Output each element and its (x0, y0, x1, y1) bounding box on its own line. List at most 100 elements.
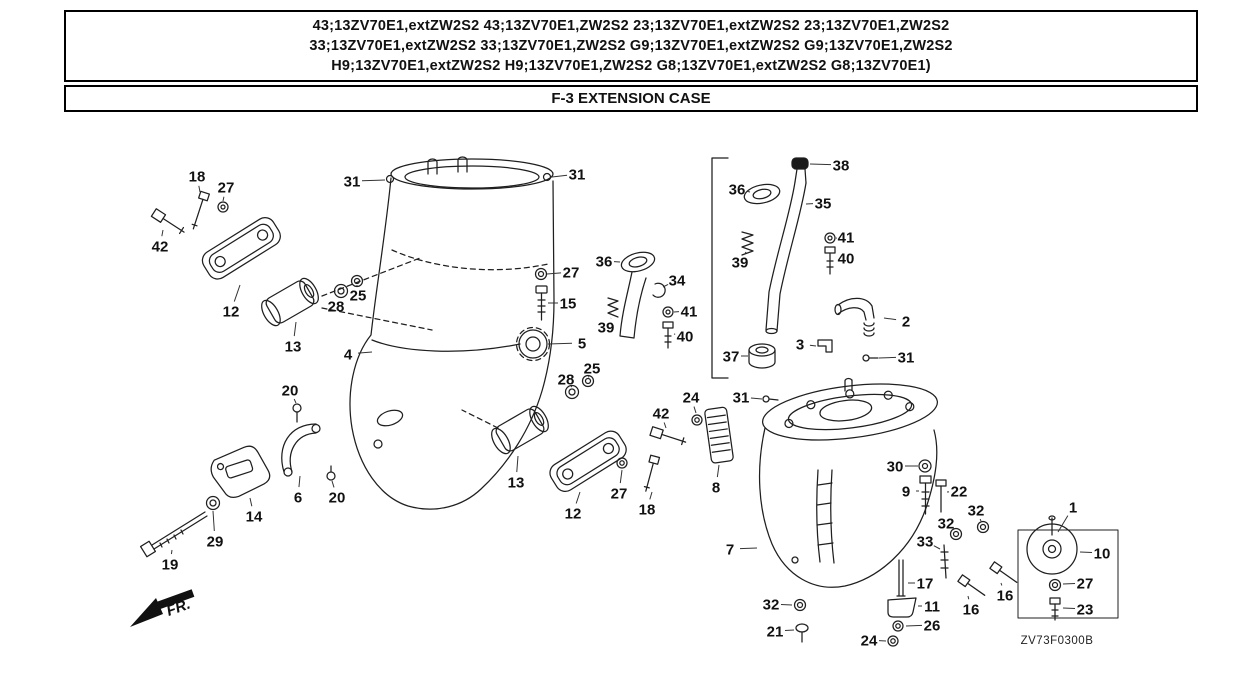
leader-line (361, 179, 386, 182)
leader-line (293, 321, 297, 337)
leader-line (161, 229, 164, 237)
part-callout-24: 24 (861, 633, 878, 650)
part-callout-4: 4 (344, 347, 353, 364)
top-center-hardware (515, 267, 551, 362)
leader-line (570, 385, 573, 388)
leader-line (233, 284, 241, 302)
right-lower-hardware (793, 459, 1018, 647)
extension-case (321, 156, 555, 510)
leader-line (546, 272, 562, 275)
drawing-code: ZV73F0300B (1021, 635, 1094, 647)
leader-line (663, 422, 667, 429)
leader-line (298, 475, 301, 488)
leader-line (933, 545, 941, 550)
leader-line (716, 464, 720, 478)
part-callout-25: 25 (350, 288, 367, 305)
section-title: F-3 EXTENSION CASE (551, 90, 711, 107)
leader-line (1079, 551, 1093, 554)
part-callout-13: 13 (285, 339, 302, 356)
leader-line (739, 547, 758, 550)
leader-line (547, 342, 573, 345)
part-callout-41: 41 (681, 304, 698, 321)
part-callout-13: 13 (508, 475, 525, 492)
leader-line (750, 397, 763, 400)
leader-line (662, 284, 669, 288)
part-callout-37: 37 (723, 349, 740, 366)
part-callout-18: 18 (189, 169, 206, 186)
part-callout-8: 8 (712, 480, 720, 497)
part-callout-20: 20 (329, 490, 346, 507)
section-title-box: F-3 EXTENSION CASE (64, 85, 1198, 112)
part-callout-33: 33 (917, 534, 934, 551)
leader-line (693, 406, 697, 414)
part-callout-36: 36 (596, 254, 613, 271)
part-callout-12: 12 (223, 304, 240, 321)
leader-line (878, 356, 897, 359)
part-callout-35: 35 (815, 196, 832, 213)
lower-mount-bracket (491, 374, 661, 493)
gear-case (758, 377, 939, 588)
leader-line (905, 624, 923, 627)
part-callout-38: 38 (833, 158, 850, 175)
part-callout-9: 9 (902, 484, 910, 501)
leader-line (619, 469, 623, 484)
part-callout-32: 32 (938, 516, 955, 533)
leader-line (249, 497, 253, 507)
upper-mount-bracket (150, 190, 364, 327)
callout-leader-lines (161, 163, 1093, 642)
part-callout-36: 36 (729, 182, 746, 199)
leader-line (222, 196, 225, 202)
leader-line (979, 518, 982, 522)
leader-line (746, 190, 751, 193)
part-callout-27: 27 (218, 180, 235, 197)
part-callout-31: 31 (898, 350, 915, 367)
part-callout-7: 7 (726, 542, 734, 559)
middle-tube-cluster (607, 251, 674, 349)
part-callout-10: 10 (1094, 546, 1111, 563)
leader-line (1062, 607, 1076, 610)
part-callout-28: 28 (558, 372, 575, 389)
model-codes-line-1: 43;13ZV70E1,extZW2S2 43;13ZV70E1,ZW2S2 2… (312, 18, 950, 34)
part-callout-42: 42 (653, 406, 670, 423)
leader-line (357, 351, 373, 354)
part-callout-27: 27 (611, 486, 628, 503)
leader-line (588, 375, 590, 378)
part-callout-41: 41 (838, 230, 855, 247)
leader-line (516, 455, 519, 473)
leader-line (1057, 515, 1069, 533)
part-callout-12: 12 (565, 506, 582, 523)
leader-line (809, 344, 817, 347)
leader-line (744, 251, 747, 254)
part-callout-34: 34 (669, 273, 686, 290)
leader-line (212, 510, 215, 532)
leader-line (293, 398, 297, 404)
part-callout-22: 22 (951, 484, 968, 501)
leader-line (1062, 582, 1076, 585)
part-callout-31: 31 (733, 390, 750, 407)
lower-left-parts (139, 403, 336, 558)
part-callout-20: 20 (282, 383, 299, 400)
part-callout-16: 16 (997, 588, 1014, 605)
part-callout-27: 27 (1077, 576, 1094, 593)
part-callout-24: 24 (683, 390, 700, 407)
model-codes-box: 43;13ZV70E1,extZW2S2 43;13ZV70E1,ZW2S2 2… (64, 10, 1198, 82)
part-callout-25: 25 (584, 361, 601, 378)
model-codes-line-3: H9;13ZV70E1,extZW2S2 H9;13ZV70E1,ZW2S2 G… (331, 58, 931, 74)
part-callout-26: 26 (924, 618, 941, 635)
leader-line (331, 480, 335, 488)
leader-line (575, 491, 581, 504)
part-callout-3: 3 (796, 337, 804, 354)
leader-line (649, 491, 653, 500)
leader-line (809, 163, 832, 166)
part-callout-14: 14 (246, 509, 263, 526)
part-callout-31: 31 (344, 174, 361, 191)
model-codes-line-2: 33;13ZV70E1,extZW2S2 33;13ZV70E1,ZW2S2 G… (309, 38, 953, 54)
part-callout-39: 39 (598, 320, 615, 337)
part-callout-19: 19 (162, 557, 179, 574)
part-callout-40: 40 (838, 251, 855, 268)
leader-line (967, 595, 970, 600)
part-callout-30: 30 (887, 459, 904, 476)
mount-frame-assembly (1017, 515, 1119, 621)
